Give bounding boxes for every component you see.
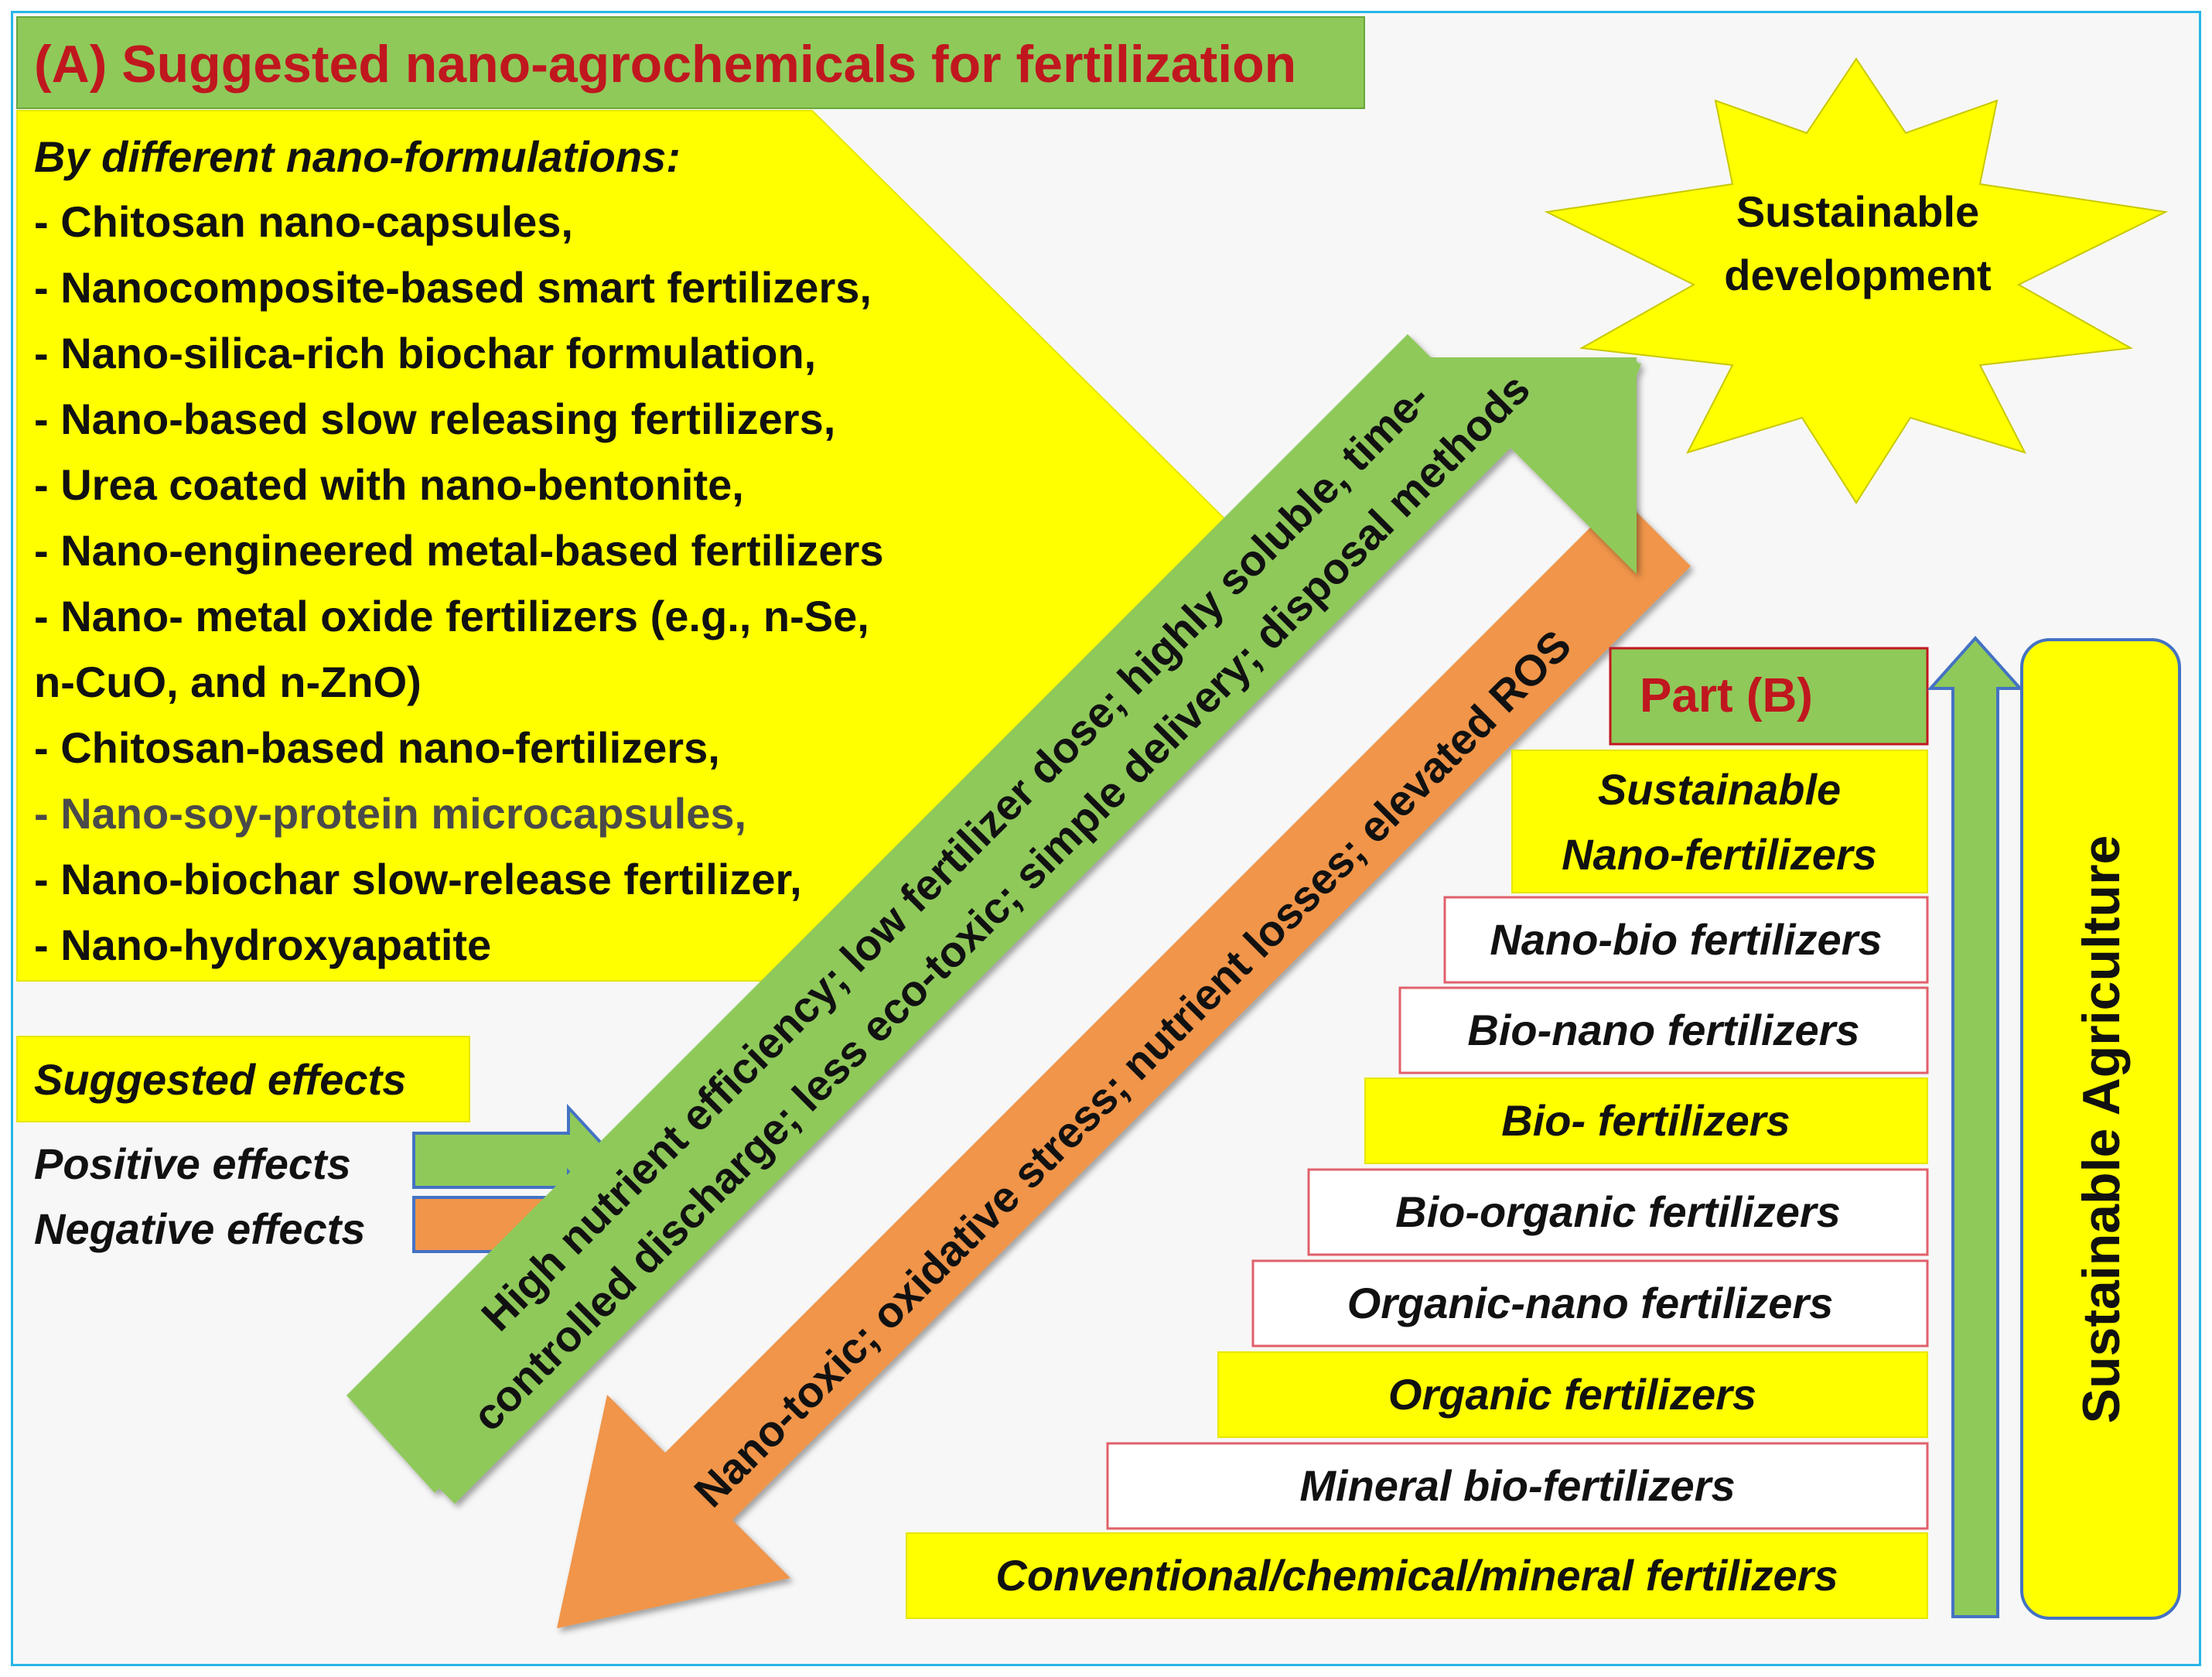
part-b-title: Part (B) xyxy=(1640,669,1813,722)
green-arrow-head xyxy=(1420,357,1637,574)
step-box-7 xyxy=(1106,1442,1929,1530)
upward-progress-arrow xyxy=(1927,635,2024,1618)
step-label-3: Bio- fertilizers xyxy=(1501,1096,1790,1145)
positive-effects-arrow xyxy=(346,334,1641,1504)
step-label-6: Organic fertilizers xyxy=(1388,1370,1756,1419)
part-a-items: - Chitosan nano-capsules, - Nanocomposit… xyxy=(34,197,884,969)
legend-positive-label: Positive effects xyxy=(34,1139,351,1188)
step-box-4 xyxy=(1307,1168,1929,1256)
part-a-title-bar xyxy=(16,16,1365,109)
step-box-6 xyxy=(1217,1351,1928,1438)
list-item: n-CuO, and n-ZnO) xyxy=(34,657,422,706)
list-item: - Nano-silica-rich biochar formulation, xyxy=(34,329,816,377)
part-a-title: (A) Suggested nano-agrochemicals for fer… xyxy=(34,35,1296,94)
list-item: - Nano-engineered metal-based fertilizer… xyxy=(34,526,884,575)
step-label-8: Conventional/chemical/mineral fertilizer… xyxy=(995,1551,1838,1600)
step-label-4: Bio-organic fertilizers xyxy=(1395,1187,1841,1236)
legend-title: Suggested effects xyxy=(34,1055,406,1104)
list-item: - Urea coated with nano-bentonite, xyxy=(34,460,744,509)
legend-negative-label: Negative effects xyxy=(34,1204,366,1253)
step-label-0b: Nano-fertilizers xyxy=(1562,830,1877,879)
step-label-2: Bio-nano fertilizers xyxy=(1467,1006,1859,1054)
step-label-0a: Sustainable xyxy=(1598,765,1841,814)
step-box-0 xyxy=(1511,750,1928,893)
list-item: - Chitosan nano-capsules, xyxy=(34,197,573,246)
legend-title-box xyxy=(16,1036,470,1122)
negative-effects-arrow xyxy=(557,497,1691,1628)
step-label-5: Organic-nano fertilizers xyxy=(1347,1279,1834,1327)
list-item: - Nano-hydroxyapatite xyxy=(34,920,491,969)
part-b-title-box xyxy=(1609,647,1929,746)
sustainable-agriculture-label: Sustainable Agriculture xyxy=(2072,835,2131,1424)
list-item: - Chitosan-based nano-fertilizers, xyxy=(34,723,720,772)
list-item: - Nano-based slow releasing fertilizers, xyxy=(34,394,835,443)
orange-arrow-shape xyxy=(557,497,1691,1628)
list-item: - Nano-soy-protein microcapsules, xyxy=(34,789,746,838)
step-label-7: Mineral bio-fertilizers xyxy=(1299,1461,1735,1510)
list-item: - Nanocomposite-based smart fertilizers, xyxy=(34,263,872,312)
sustainable-development-star xyxy=(1544,57,2169,504)
step-box-2 xyxy=(1398,986,1929,1074)
step-box-5 xyxy=(1251,1259,1929,1347)
part-b-staircase: Sustainable Nano-fertilizers Nano-bio fe… xyxy=(906,750,1929,1619)
star-line-1: Sustainable xyxy=(1736,187,1979,236)
list-item: - Nano- metal oxide fertilizers (e.g., n… xyxy=(34,592,869,640)
star-line-2: development xyxy=(1724,251,1991,299)
part-a-heading: By different nano-formulations: xyxy=(34,132,681,181)
step-box-8 xyxy=(906,1532,1928,1619)
step-box-3 xyxy=(1364,1078,1928,1164)
green-arrow-body xyxy=(346,334,1516,1504)
step-box-1 xyxy=(1443,896,1929,984)
sustainable-agriculture-box xyxy=(2020,638,2181,1620)
list-item: - Nano-biochar slow-release fertilizer, xyxy=(34,855,802,903)
step-label-1: Nano-bio fertilizers xyxy=(1490,915,1882,964)
